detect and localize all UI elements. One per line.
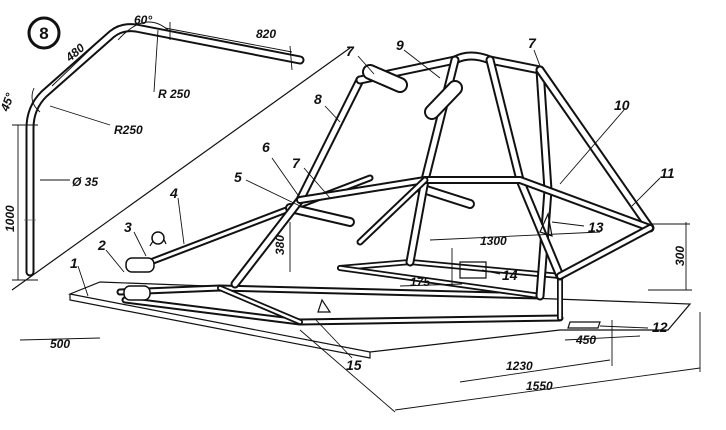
callout-13: 13	[588, 219, 604, 235]
height-1000: 1000	[3, 205, 17, 232]
callout-3: 3	[124, 219, 132, 235]
callout-11: 11	[660, 165, 675, 181]
dim-380: 380	[273, 235, 287, 255]
seat-support	[285, 183, 475, 227]
callout-2: 2	[97, 237, 106, 253]
callouts: 1 2 3 4 5 6 7 7 7 8 9 10 11 12 13 14 15	[70, 35, 675, 373]
callout-15: 15	[346, 357, 362, 373]
figure-number-badge: 8	[27, 16, 61, 50]
floor-plate	[67, 281, 692, 359]
callout-5: 5	[234, 169, 242, 185]
radius-top: R 250	[158, 87, 190, 101]
base-frame	[116, 259, 564, 326]
callout-7-top: 7	[528, 35, 537, 51]
callout-14: 14	[502, 267, 518, 283]
dim-450: 450	[575, 333, 596, 347]
dim-1550: 1550	[526, 379, 553, 393]
dim-500: 500	[50, 337, 70, 351]
tube-diameter: Ø 35	[72, 175, 98, 189]
callout-12: 12	[652, 319, 668, 335]
length-820: 820	[256, 27, 276, 41]
callout-10: 10	[614, 97, 630, 113]
roll-cage	[230, 51, 655, 301]
callout-8: 8	[314, 91, 322, 107]
dim-175: 175	[410, 275, 430, 289]
callout-6: 6	[262, 139, 270, 155]
angle-60: 60°	[134, 13, 152, 27]
dimension-lines	[19, 222, 701, 413]
dimension-labels: 380 300 1300 175 500 450 1230 1550	[50, 234, 687, 393]
callout-7-seat: 7	[292, 155, 301, 171]
figure-number: 8	[39, 24, 48, 43]
dim-1300: 1300	[480, 234, 507, 248]
callout-7-back: 7	[346, 43, 355, 59]
angle-45: 45°	[0, 91, 17, 114]
radius-left: R250	[114, 123, 143, 137]
rollbar-detail	[11, 21, 351, 291]
callout-9: 9	[396, 37, 404, 53]
callout-1: 1	[70, 255, 78, 271]
brackets	[317, 211, 601, 329]
dim-300: 300	[673, 246, 687, 266]
dim-1230: 1230	[506, 359, 533, 373]
callout-4: 4	[169, 185, 178, 201]
callout-leaders	[77, 49, 661, 359]
